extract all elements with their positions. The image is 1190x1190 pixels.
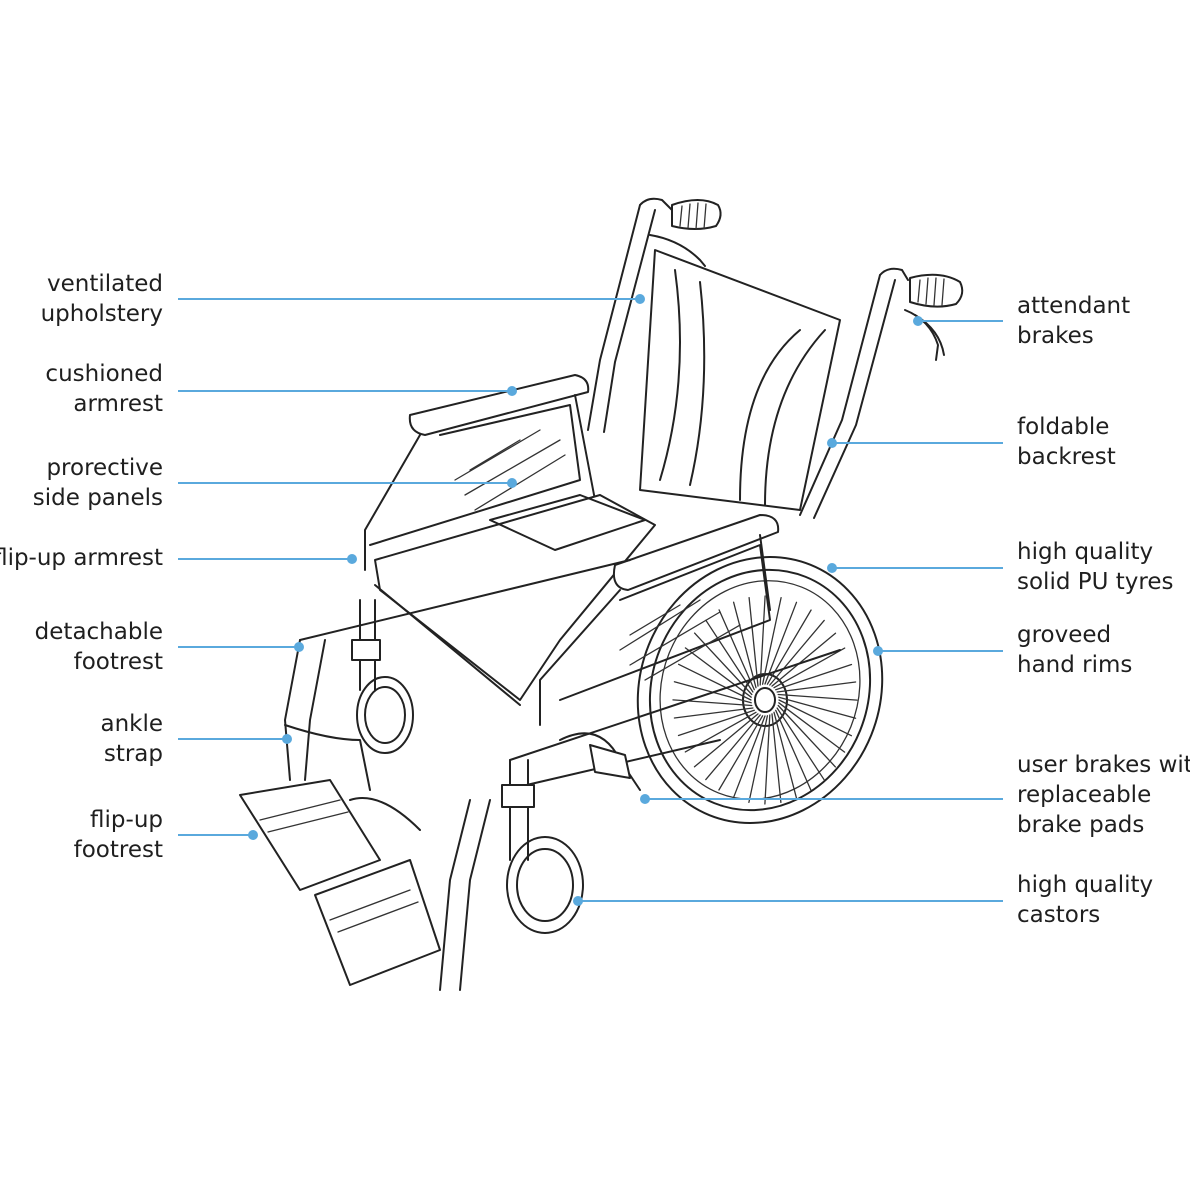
label-line: backrest: [1017, 444, 1116, 470]
wheel-spoke: [705, 714, 761, 781]
castors: [351, 599, 584, 934]
label-line: cushioned: [45, 361, 163, 387]
label-line: user brakes with: [1017, 752, 1190, 778]
label-ankle-strap: ankle strap: [100, 709, 163, 769]
label-line: side panels: [32, 485, 163, 511]
wheel-spoke: [778, 696, 857, 719]
label-line: foldable: [1017, 414, 1110, 440]
label-line: replaceable: [1017, 782, 1152, 808]
label-line: flip-up: [90, 807, 163, 833]
label-line: brakes: [1017, 323, 1094, 349]
label-flip-up-footrest: flip-up footrest: [74, 805, 163, 865]
wheel-spoke: [732, 715, 766, 799]
label-pu-tyres: high quality solid PU tyres: [1017, 537, 1173, 597]
wheelchair-drawing: [239, 197, 964, 991]
backrest-frame: [587, 197, 964, 519]
wheel-spoke: [777, 704, 837, 768]
label-line: prorective: [46, 455, 163, 481]
label-line: detachable: [34, 619, 163, 645]
label-line: ventilated: [47, 271, 163, 297]
label-castors: high quality castors: [1017, 870, 1153, 930]
label-line: high quality: [1017, 872, 1154, 898]
rear-wheel: [636, 556, 884, 824]
wheel-spoke: [776, 707, 825, 781]
label-line: strap: [103, 741, 163, 767]
leader-lines: [178, 294, 1003, 906]
label-user-brakes: user brakes with replaceable brake pads: [1017, 750, 1190, 840]
wheel-spoke: [771, 632, 837, 687]
wheel-spoke: [705, 619, 754, 693]
wheel-spoke: [761, 596, 782, 685]
label-line: ankle: [100, 711, 163, 737]
wheel-spoke: [748, 715, 769, 804]
wheel-spoke: [769, 619, 825, 686]
wheel-spoke: [759, 595, 766, 686]
wheel-spoke: [718, 715, 764, 791]
label-line: attendant: [1017, 293, 1131, 319]
wheel-spoke: [693, 632, 753, 696]
wheel-spoke: [732, 601, 757, 689]
lower-frame: [299, 559, 841, 791]
wheel-spoke: [677, 709, 755, 737]
wheel-spoke: [764, 601, 798, 685]
label-detachable-footrest: detachable footrest: [35, 617, 163, 677]
label-line: hand rims: [1017, 652, 1133, 678]
wheel-spoke: [718, 609, 755, 691]
wheel-spoke: [778, 702, 846, 753]
far-armrest: [364, 374, 596, 571]
wheel-spokes: [672, 595, 858, 805]
label-ventilated-upholstery: ventilated upholstery: [41, 269, 163, 329]
wheel-spoke: [673, 707, 754, 719]
wheel-spoke: [693, 713, 759, 768]
label-line: upholstery: [40, 301, 163, 327]
label-line: high quality: [1017, 539, 1154, 565]
label-protective-side-panels: prorective side panels: [33, 453, 163, 513]
label-line: armrest: [73, 391, 163, 417]
label-line: footrest: [73, 837, 163, 863]
label-line: groveed: [1017, 622, 1112, 648]
label-line: solid PU tyres: [1017, 569, 1174, 595]
wheel-spoke: [748, 596, 759, 687]
wheel-spoke: [773, 711, 798, 799]
wheel-spoke: [775, 663, 853, 691]
label-line: flip-up armrest: [0, 545, 163, 571]
label-cushioned-armrest: cushioned armrest: [45, 359, 163, 419]
label-hand-rims: groveed hand rims: [1017, 620, 1132, 680]
label-foldable-backrest: foldable backrest: [1017, 412, 1116, 472]
wheel-spoke: [677, 663, 752, 701]
wheel-spoke: [773, 647, 846, 689]
wheel-spoke: [778, 699, 853, 737]
footrests: [239, 639, 491, 991]
wheel-spoke: [775, 709, 812, 791]
wheel-spoke: [776, 681, 857, 693]
label-line: castors: [1017, 902, 1101, 928]
label-line: footrest: [73, 649, 163, 675]
label-attendant-brakes: attendant brakes: [1017, 291, 1130, 351]
wheel-spoke: [777, 693, 858, 701]
wheel-spoke: [684, 647, 752, 698]
wheel-spoke: [764, 714, 771, 805]
near-armrest: [539, 514, 780, 726]
label-flip-up-armrest: flip-up armrest: [0, 543, 163, 573]
backrest-upholstery: [639, 249, 841, 511]
seat: [374, 494, 656, 706]
label-line: brake pads: [1017, 812, 1145, 838]
wheel-spoke: [771, 713, 782, 804]
